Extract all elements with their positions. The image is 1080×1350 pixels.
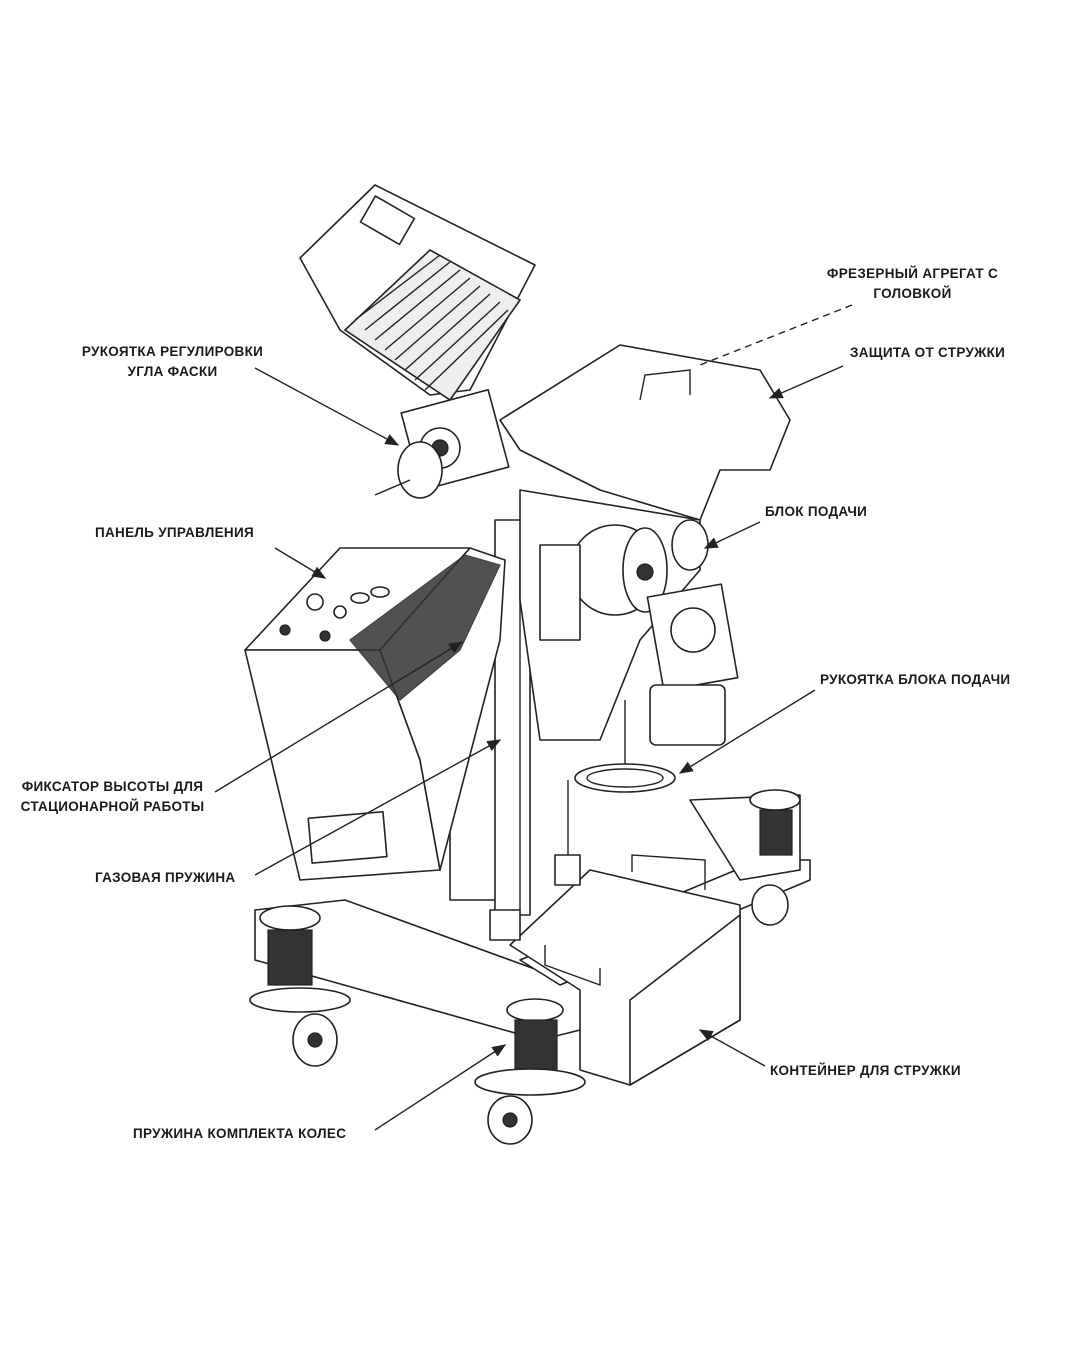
label-feed-unit-handle: РУКОЯТКА БЛОКА ПОДАЧИ xyxy=(820,672,1011,687)
feed-handwheel xyxy=(554,700,676,886)
label-line: УГЛА ФАСКИ xyxy=(127,364,218,379)
label-control-panel: ПАНЕЛЬ УПРАВЛЕНИЯ xyxy=(95,525,254,540)
label-line: ГОЛОВКОЙ xyxy=(873,286,952,301)
label-gas-spring: ГАЗОВАЯ ПРУЖИНА xyxy=(95,870,236,885)
label-chip-guard: ЗАЩИТА ОТ СТРУЖКИ xyxy=(850,345,1006,360)
label-feed-unit: БЛОК ПОДАЧИ xyxy=(765,504,868,519)
motor xyxy=(299,184,536,402)
control-panel-box xyxy=(244,547,506,881)
leader-lines xyxy=(214,304,853,1131)
label-wheel-spring: ПРУЖИНА КОМПЛЕКТА КОЛЕС xyxy=(133,1126,347,1141)
chip-container xyxy=(509,854,741,1086)
label-height-lock: ФИКСАТОР ВЫСОТЫ ДЛЯ СТАЦИОНАРНОЙ РАБОТЫ xyxy=(5,777,220,817)
feed-unit xyxy=(519,489,739,746)
wheel-spring-rear xyxy=(749,789,801,926)
wheel-spring-front-left xyxy=(249,905,351,1067)
label-bevel-angle-handle: РУКОЯТКА РЕГУЛИРОВКИ УГЛА ФАСКИ xyxy=(65,342,280,382)
wheel-spring-front-right xyxy=(474,998,586,1145)
milling-head xyxy=(374,344,791,521)
label-line: ФИКСАТОР ВЫСОТЫ ДЛЯ xyxy=(21,779,204,794)
label-line: СТАЦИОНАРНОЙ РАБОТЫ xyxy=(20,799,205,814)
label-line: ФРЕЗЕРНЫЙ АГРЕГАТ С xyxy=(826,266,999,281)
label-line: РУКОЯТКА РЕГУЛИРОВКИ xyxy=(81,344,264,359)
label-milling-unit: ФРЕЗЕРНЫЙ АГРЕГАТ С ГОЛОВКОЙ xyxy=(810,264,1015,304)
label-chip-container: КОНТЕЙНЕР ДЛЯ СТРУЖКИ xyxy=(770,1063,961,1078)
